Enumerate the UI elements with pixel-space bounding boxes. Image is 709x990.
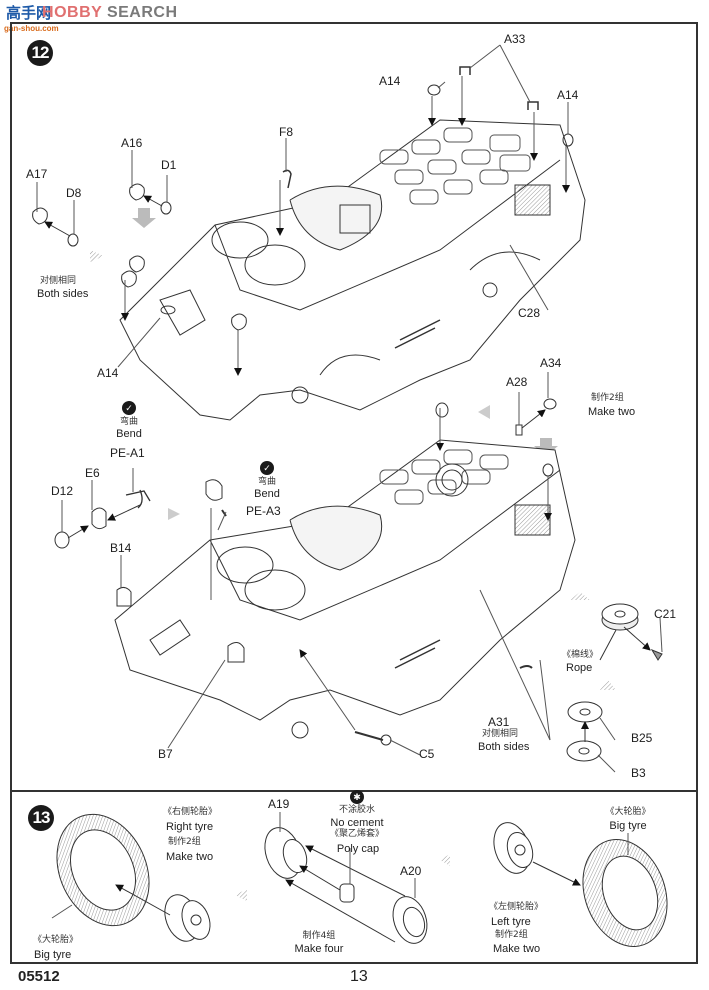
part-label-b14: B14 [110, 541, 132, 555]
note-left-make-two-en: Make two [493, 943, 541, 955]
product-code: 05512 [18, 968, 60, 985]
part-label-a14-left: A14 [97, 366, 119, 380]
part-label-a14-top: A14 [379, 74, 401, 88]
left-tyre-assembly [493, 822, 668, 947]
part-label-a31: A31 [488, 715, 510, 729]
note-left-make-two-cn: 制作2组 [495, 930, 528, 940]
part-label-d1: D1 [161, 158, 177, 172]
part-label-a28: A28 [506, 375, 528, 389]
upper-leaders [36, 44, 570, 376]
lower-leaders [61, 372, 663, 773]
part-label-a19: A19 [268, 797, 290, 811]
no-cement-icon: ✱ [350, 790, 364, 804]
watermark-url: gan-shou.com [4, 24, 59, 33]
note-bend2-cn: 弯曲 [257, 477, 277, 487]
spool-parts [566, 603, 663, 762]
note-a31-both-sides-en: Both sides [478, 741, 530, 753]
part-label-pe-a3: PE-A3 [246, 504, 281, 518]
note-make-four-cn: 制作4组 [302, 931, 336, 941]
note-no-cement-en: No cement [330, 817, 384, 829]
part-label-d12: D12 [51, 484, 74, 498]
note-big-tyre-left-cn: 《大轮胎》 [33, 935, 79, 945]
part-label-a34: A34 [540, 356, 562, 370]
note-big-tyre-right-cn: 《大轮胎》 [605, 807, 651, 817]
part-label-a17: A17 [26, 167, 48, 181]
part-label-a33: A33 [504, 32, 526, 46]
note-big-tyre-left-en: Big tyre [34, 949, 72, 961]
bend-icon: ✓ [122, 401, 136, 415]
part-label-a14-right: A14 [557, 88, 579, 102]
note-rope-en: Rope [566, 662, 593, 674]
note-poly-cap-en: Poly cap [336, 843, 380, 855]
note-no-cement-cn: 不涂胶水 [338, 805, 376, 815]
note-make-two-cn: 制作2组 [591, 393, 624, 403]
part-label-c21: C21 [654, 607, 677, 621]
note-bend1-cn: 弯曲 [119, 417, 139, 427]
step-13-number: 13 [28, 805, 54, 831]
note-big-tyre-right-en: Big tyre [609, 820, 647, 832]
note-make-four-en: Make four [294, 943, 344, 955]
hull-lower [114, 439, 576, 739]
hull-upper [119, 119, 586, 421]
note-left-tyre-en: Left tyre [491, 916, 531, 928]
note-rope-cn: 《棉线》 [562, 650, 599, 660]
note-poly-cap-cn: 《聚乙烯套》 [329, 829, 385, 839]
note-make-two-en: Make two [588, 406, 636, 418]
watermark-logo: 高手网 [6, 4, 52, 22]
note-right-tyre-cn: 《右侧轮胎》 [163, 807, 218, 817]
right-tyre-assembly [51, 813, 211, 942]
part-label-pe-a1: PE-A1 [110, 446, 145, 460]
note-right-make-two-cn: 制作2组 [168, 837, 201, 847]
note-right-make-two-en: Make two [166, 851, 214, 863]
upper-loose-parts [32, 66, 574, 331]
note-bend2-en: Bend [254, 488, 280, 500]
lower-loose-parts [54, 398, 557, 746]
page-number: 13 [350, 968, 368, 985]
note-both-sides-en: Both sides [37, 288, 89, 300]
part-label-c5: C5 [419, 747, 435, 761]
part-label-b25: B25 [631, 731, 653, 745]
note-bend1-en: Bend [116, 428, 142, 440]
part-label-b3: B3 [631, 766, 646, 780]
bend-icon: ✓ [260, 461, 274, 475]
direction-arrows [90, 208, 616, 901]
hub-assembly [264, 812, 428, 944]
part-label-b7: B7 [158, 747, 173, 761]
note-right-tyre-en: Right tyre [166, 821, 214, 833]
step-12-number: 12 [27, 40, 53, 66]
note-both-sides-cn: 对侧相同 [40, 276, 77, 286]
note-a31-both-sides-cn: 对侧相同 [482, 729, 519, 739]
watermark-brand: HOBBY SEARCH [42, 4, 178, 21]
part-label-a16: A16 [121, 136, 143, 150]
note-left-tyre-cn: 《左侧轮胎》 [489, 902, 544, 912]
part-label-d8: D8 [66, 186, 82, 200]
part-label-e6: E6 [85, 466, 100, 480]
part-label-f8: F8 [279, 125, 294, 139]
part-label-c28: C28 [518, 306, 541, 320]
part-label-a20: A20 [400, 864, 422, 878]
